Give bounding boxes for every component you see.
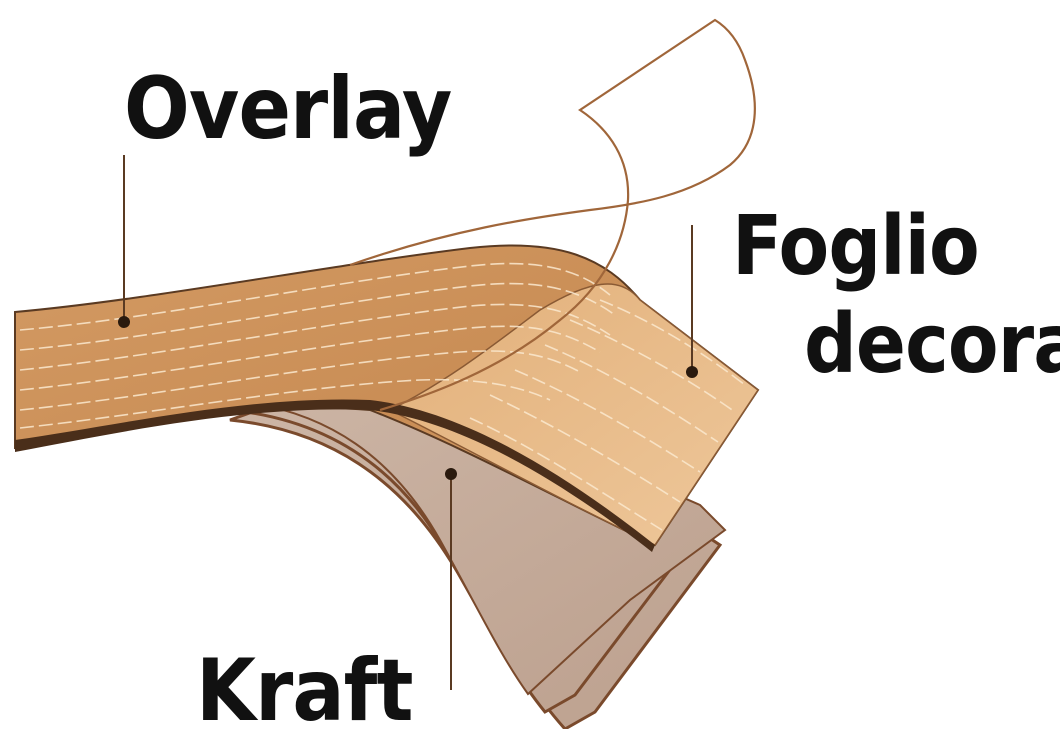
decora-label: decora: [804, 304, 1060, 386]
overlay-label: Overlay: [124, 66, 451, 152]
overlay-leader-dot: [118, 316, 130, 328]
kraft-label: Kraft: [196, 648, 413, 734]
decor-paper-layer: [15, 245, 758, 552]
kraft-leader-dot: [445, 468, 457, 480]
foglio-leader-dot: [686, 366, 698, 378]
foglio-label: Foglio: [732, 206, 979, 288]
